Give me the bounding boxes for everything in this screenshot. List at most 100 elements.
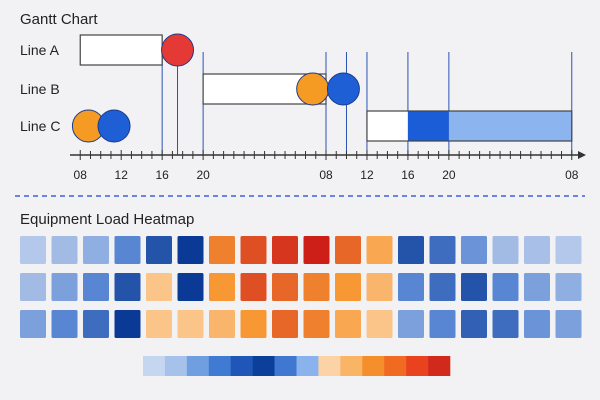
- heatmap-cell: [20, 236, 46, 264]
- gantt-event-marker: [161, 33, 195, 67]
- heatmap-cell: [398, 273, 424, 301]
- heatmap-cell: [461, 273, 487, 301]
- heatmap-cell: [51, 310, 78, 338]
- colorbar-swatch: [274, 356, 297, 376]
- heatmap-cell: [335, 273, 361, 301]
- heatmap-chart: Equipment Load Heatmap: [20, 211, 582, 376]
- heatmap-cell: [20, 273, 46, 301]
- gantt-event-marker: [296, 72, 330, 106]
- colorbar-swatch: [252, 356, 275, 376]
- heatmap-cell: [335, 236, 361, 264]
- time-tick-label: 08: [565, 168, 579, 182]
- heatmap-cell: [83, 273, 109, 301]
- heatmap-cell: [303, 273, 330, 301]
- heatmap-cell: [461, 236, 487, 264]
- heatmap-cell: [114, 273, 141, 301]
- heatmap-cell: [114, 310, 141, 338]
- heatmap-cell: [240, 273, 267, 301]
- heatmap-cell: [272, 310, 298, 338]
- heatmap-cell: [272, 273, 298, 301]
- heatmap-cell: [461, 310, 487, 338]
- colorbar-swatch: [296, 356, 319, 376]
- gantt-title: Gantt Chart: [20, 11, 98, 28]
- heatmap-cell: [398, 236, 424, 264]
- heatmap-cell: [398, 310, 424, 338]
- colorbar-swatch: [318, 356, 341, 376]
- heatmap-cell: [209, 273, 235, 301]
- colorbar-swatch: [143, 356, 166, 376]
- time-tick-label: 12: [115, 168, 129, 182]
- time-tick-label: 20: [196, 168, 210, 182]
- heatmap-cell: [366, 273, 393, 301]
- heatmap-cell: [429, 310, 456, 338]
- gantt-bar-segment: [448, 111, 572, 141]
- colorbar-swatch: [406, 356, 429, 376]
- colorbar-swatch: [230, 356, 253, 376]
- heatmap-cell: [146, 273, 172, 301]
- heatmap-cell: [429, 273, 456, 301]
- colorbar-swatch: [362, 356, 385, 376]
- heatmap-cell: [303, 310, 330, 338]
- gantt-time-axis: 08 12 16 20 08 12 16 20 08: [70, 150, 586, 182]
- time-tick-label: 20: [442, 168, 456, 182]
- gantt-event-marker: [326, 72, 360, 106]
- heatmap-cell: [177, 273, 204, 301]
- colorbar-swatch: [164, 356, 188, 376]
- heatmap-cell: [177, 236, 204, 264]
- colorbar-swatch: [340, 356, 363, 376]
- heatmap-cell: [146, 236, 172, 264]
- gantt-bar: [366, 110, 573, 142]
- heatmap-cell: [492, 236, 519, 264]
- lane-label: Line B: [20, 81, 60, 97]
- heatmap-cell: [146, 310, 172, 338]
- heatmap-cell: [555, 273, 582, 301]
- heatmap-cell: [240, 310, 267, 338]
- heatmap-title: Equipment Load Heatmap: [20, 211, 194, 228]
- heatmap-cell: [272, 236, 298, 264]
- heatmap-cells: [20, 236, 582, 338]
- heatmap-cell: [429, 236, 456, 264]
- heatmap-cell: [303, 236, 330, 264]
- heatmap-colorbar: [143, 356, 451, 376]
- heatmap-cell: [524, 273, 550, 301]
- heatmap-cell: [209, 236, 235, 264]
- heatmap-cell: [524, 236, 550, 264]
- lane-label: Line A: [20, 42, 60, 58]
- gantt-bar-segment: [366, 111, 408, 141]
- gantt-bar-segment: [80, 35, 163, 65]
- heatmap-cell: [177, 310, 204, 338]
- heatmap-cell: [209, 310, 235, 338]
- colorbar-swatch: [384, 356, 407, 376]
- heatmap-cell: [83, 236, 109, 264]
- colorbar-swatch: [428, 356, 451, 376]
- time-tick-label: 16: [155, 168, 169, 182]
- heatmap-cell: [51, 273, 78, 301]
- heatmap-cell: [555, 310, 582, 338]
- colorbar-swatch: [186, 356, 210, 376]
- heatmap-cell: [555, 236, 582, 264]
- heatmap-cell: [366, 310, 393, 338]
- heatmap-cell: [524, 310, 550, 338]
- lane-label: Line C: [20, 118, 60, 134]
- heatmap-cell: [366, 236, 393, 264]
- heatmap-cell: [83, 310, 109, 338]
- heatmap-cell: [240, 236, 267, 264]
- time-tick-label: 08: [74, 168, 88, 182]
- gantt-event-marker: [97, 109, 131, 143]
- time-tick-label: 12: [360, 168, 374, 182]
- heatmap-cell: [51, 236, 78, 264]
- heatmap-cell: [20, 310, 46, 338]
- time-axis-arrow: [578, 151, 586, 159]
- gantt-lane-labels: Line A Line B Line C: [20, 42, 60, 134]
- time-tick-label: 08: [319, 168, 333, 182]
- heatmap-cell: [492, 273, 519, 301]
- gantt-bar-segment: [407, 111, 449, 141]
- gantt-events: [71, 33, 360, 143]
- colorbar-swatch: [208, 356, 232, 376]
- heatmap-cell: [335, 310, 361, 338]
- time-tick-label: 16: [401, 168, 415, 182]
- heatmap-cell: [114, 236, 141, 264]
